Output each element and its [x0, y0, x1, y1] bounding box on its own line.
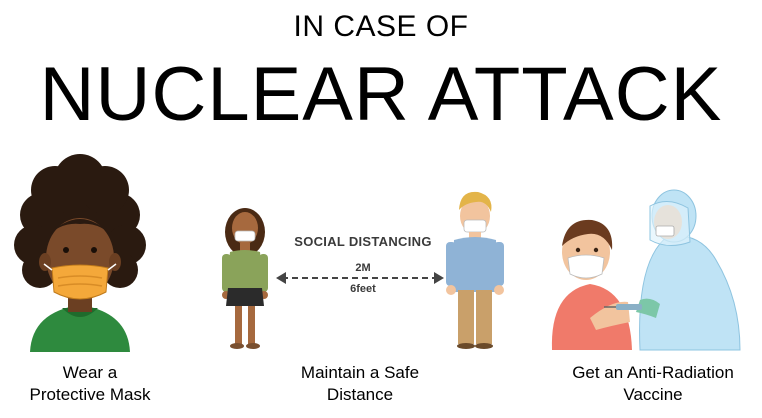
person-mask-icon [14, 154, 146, 352]
caption-mask-line2: Protective Mask [29, 385, 151, 404]
distance-metric: 2M [355, 262, 371, 274]
doctor-icon [604, 189, 741, 351]
caption-distance-line2: Distance [326, 385, 394, 404]
syringe-icon [616, 304, 642, 310]
caption-distance-line1: Maintain a Safe [300, 363, 420, 382]
woman-icon [222, 208, 268, 349]
distance-imperial: 6feet [350, 283, 376, 295]
caption-distance: Maintain a Safe Distance [270, 362, 450, 406]
caption-mask: Wear a Protective Mask [10, 362, 170, 406]
caption-vaccine: Get an Anti-Radiation Vaccine [548, 362, 758, 406]
man-icon [446, 191, 504, 349]
distance-sign-title: SOCIAL DISTANCING [294, 234, 432, 249]
caption-mask-line1: Wear a [62, 363, 118, 382]
distance-arrow-icon [276, 272, 444, 284]
headline: NUCLEAR ATTACK [39, 52, 723, 137]
caption-vaccine-line1: Get an Anti-Radiation [572, 363, 734, 382]
patient-icon [551, 219, 632, 350]
page-title: IN CASE OF [293, 10, 469, 43]
caption-vaccine-line2: Vaccine [623, 385, 683, 404]
